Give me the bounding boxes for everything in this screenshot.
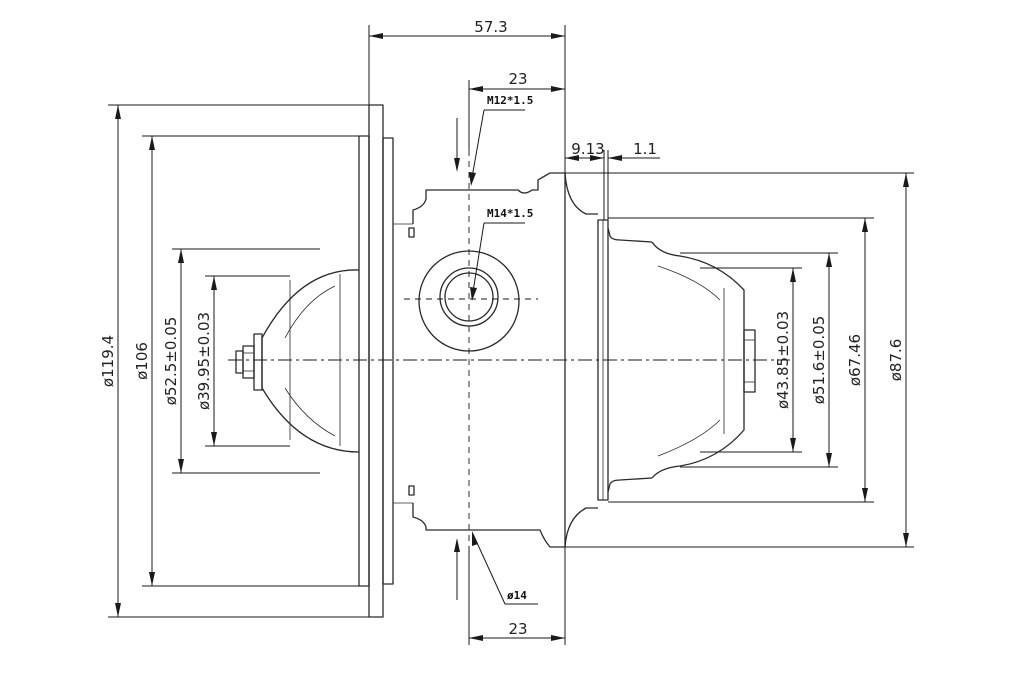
callout-m12-label: M12*1.5 (487, 94, 533, 107)
dimension-d106: ø106 (133, 135, 359, 587)
dim-d87-6-label: ø87.6 (887, 339, 905, 382)
dim-d52-5-label: ø52.5±0.05 (162, 317, 180, 406)
dim-d67-46-label: ø67.46 (846, 334, 864, 386)
callout-m12-thread: M12*1.5 (454, 94, 533, 186)
callout-d14-label: ø14 (507, 589, 527, 602)
dim-overall-length-label: 57.3 (474, 18, 507, 36)
dimension-top-23: 23 (468, 70, 566, 173)
turbine-backplate (358, 104, 415, 618)
dimension-d67-46: ø67.46 (608, 217, 874, 503)
dim-d39-95-label: ø39.95±0.03 (195, 312, 213, 410)
dim-d119-4-label: ø119.4 (99, 335, 117, 387)
compressor-wheel (651, 241, 756, 479)
dim-1-1-label: 1.1 (633, 140, 657, 158)
turbine-wheel (235, 269, 360, 453)
dim-9-13-label: 9.13 (571, 140, 604, 158)
callout-m14-thread: M14*1.5 (470, 207, 533, 301)
dim-d51-6-label: ø51.6±0.05 (810, 316, 828, 405)
dimension-bottom-23: 23 (468, 546, 566, 645)
dimension-9-13-and-1-1: 9.13 1.1 (565, 140, 660, 220)
dimension-overall-length: 57.3 (368, 18, 566, 173)
callout-d14-hole: ø14 (454, 531, 538, 605)
dimension-d43-85: ø43.85±0.03 (700, 267, 802, 453)
dim-d106-label: ø106 (133, 342, 151, 380)
dim-bottom-23-label: 23 (508, 620, 527, 638)
dim-d43-85-label: ø43.85±0.03 (774, 311, 792, 409)
dimension-d39-95: ø39.95±0.03 (195, 275, 290, 447)
dim-top-23-label: 23 (508, 70, 527, 88)
dimension-d52-5: ø52.5±0.05 (162, 248, 320, 474)
dimension-d87-6: ø87.6 (565, 172, 914, 548)
dimension-d51-6: ø51.6±0.05 (680, 252, 838, 468)
callout-m14-label: M14*1.5 (487, 207, 533, 220)
dimension-d119-4: ø119.4 (99, 104, 369, 618)
